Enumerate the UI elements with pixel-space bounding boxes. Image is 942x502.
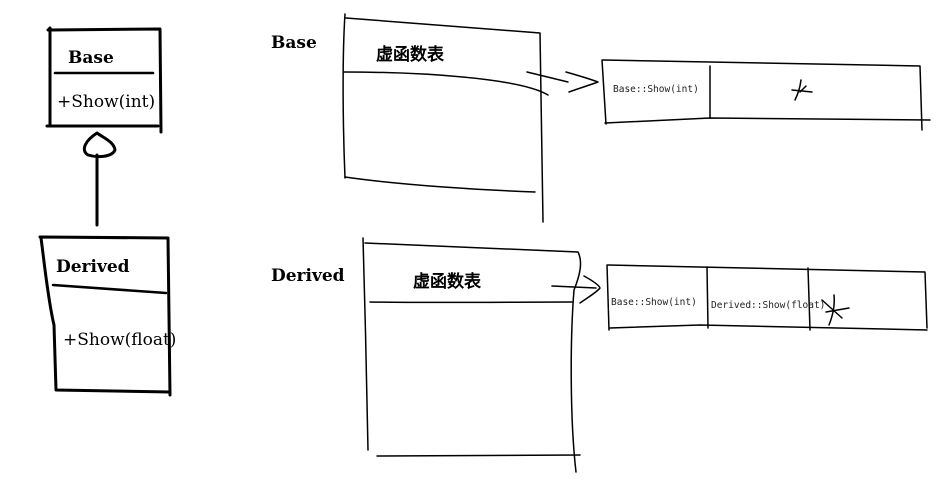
uml-derived-name: Derived: [56, 257, 130, 277]
uml-class-derived: Derived +Show(float): [38, 235, 176, 397]
vtable-derived-entry-1: Base::Show(int): [611, 297, 697, 308]
vtable-derived-entry-2: Derived::Show(float): [711, 300, 825, 311]
vtable-base-entry-1: Base::Show(int): [613, 84, 699, 95]
vtable-base: Base::Show(int): [601, 59, 931, 131]
uml-base-name: Base: [68, 48, 114, 68]
object-base-vtable-field: 虚函数表: [376, 44, 445, 65]
object-base: Base 虚函数表: [271, 13, 599, 223]
vtable-derived: Base::Show(int) Derived::Show(float): [606, 264, 928, 331]
uml-class-base: Base +Show(int): [45, 26, 163, 134]
object-derived-vtable-field: 虚函数表: [413, 271, 482, 292]
object-derived: Derived 虚函数表: [271, 237, 601, 473]
uml-base-method: +Show(int): [57, 92, 155, 112]
object-derived-label: Derived: [271, 266, 345, 286]
inheritance-arrow: [82, 131, 117, 227]
object-base-label: Base: [271, 33, 317, 53]
uml-derived-method: +Show(float): [63, 330, 176, 350]
